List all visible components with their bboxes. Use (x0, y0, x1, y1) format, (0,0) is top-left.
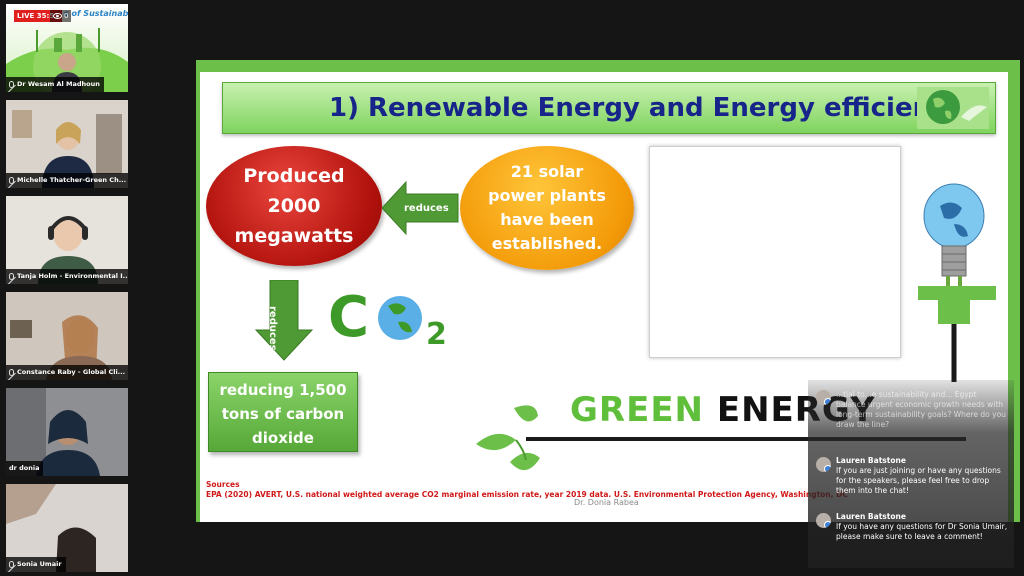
chat-message-text: If you are just joining or have any ques… (836, 466, 1001, 495)
box-text-line: tons of carbon (221, 405, 345, 423)
mic-muted-icon (9, 369, 14, 376)
chat-avatar (816, 390, 831, 405)
chat-avatar (816, 457, 831, 472)
mic-muted-icon (9, 273, 14, 280)
participant-tile[interactable]: Constance Raby - Global Cli... (6, 292, 128, 380)
chat-message-text: ...tial to...e sustainability and... Egy… (836, 390, 1006, 429)
down-arrow-icon (254, 280, 314, 361)
chat-message: Lauren Batstone If you have any question… (816, 512, 1010, 558)
sources-citation: EPA (2020) AVERT, U.S. national weighted… (206, 490, 848, 499)
participant-nameplate: Tanja Holm - Environmental I... (6, 269, 128, 284)
participant-video (6, 484, 128, 572)
co2-c-letter: C (328, 286, 369, 348)
solar-plants-oval: 21 solar power plants have been establis… (460, 146, 634, 270)
participant-name: Michelle Thatcher-Green Ch... (17, 176, 127, 184)
oval-text-line: power plants (488, 186, 606, 205)
participant-name: Dr Wesam Al Madhoun (17, 80, 100, 88)
slide-title-bar: 1) Renewable Energy and Energy efficienc… (222, 82, 996, 134)
slide-author: Dr. Donia Rabea (574, 498, 639, 507)
participant-nameplate: Sonia Umair (6, 557, 66, 572)
mic-muted-icon (9, 81, 14, 88)
oval-text-line: have been (500, 210, 594, 229)
oval-text-line: 2000 (267, 195, 321, 217)
co2-icon: C 2 (328, 286, 447, 348)
slide-image-placeholder (649, 146, 901, 358)
oval-text-line: 21 solar (510, 162, 584, 181)
participant-name: Constance Raby - Global Cli... (17, 368, 126, 376)
participant-nameplate: dr donia (6, 461, 44, 476)
viewer-count: 0 (64, 12, 69, 20)
reduces-label: reduces (404, 203, 449, 214)
reducing-co2-box: reducing 1,500 tons of carbon dioxide (208, 372, 358, 452)
chat-message-text: If you have any questions for Dr Sonia U… (836, 522, 1008, 541)
participant-nameplate: Dr Wesam Al Madhoun (6, 77, 104, 92)
participant-video (6, 292, 128, 380)
slide-top-border (196, 60, 1020, 72)
slide-title: 1) Renewable Energy and Energy efficienc… (329, 93, 964, 123)
participant-tile[interactable]: s of Sustainab LIVE 35:51 0 Dr Wesam Al … (6, 4, 128, 92)
viewer-count-badge: 0 (50, 10, 72, 22)
chat-message-author: Lauren Batstone (836, 512, 906, 521)
mic-muted-icon (9, 177, 14, 184)
live-badge: LIVE 35:51 (14, 10, 62, 22)
mic-muted-icon (9, 561, 14, 568)
leaves-icon (476, 405, 540, 471)
shared-slide: 1) Renewable Energy and Energy efficienc… (196, 60, 1020, 522)
banner-text: s of Sustainab (64, 9, 128, 18)
chat-avatar (816, 513, 831, 528)
lightbulb-plug-icon (918, 183, 996, 382)
co2-subscript: 2 (426, 317, 447, 348)
chat-message-author: Lauren Batstone (836, 456, 906, 465)
participant-name: dr donia (9, 464, 40, 472)
slide-left-border (196, 60, 200, 522)
participant-nameplate: Constance Raby - Global Cli... (6, 365, 128, 380)
box-text-line: reducing 1,500 (219, 381, 347, 399)
chat-overlay[interactable]: ...tial to...e sustainability and... Egy… (808, 380, 1014, 568)
chat-message: ...tial to...e sustainability and... Egy… (816, 390, 1010, 446)
oval-text-line: Produced (243, 165, 345, 187)
reduces-label: reduces (267, 306, 278, 351)
box-text-line: dioxide (252, 429, 314, 447)
left-arrow-icon (382, 180, 459, 236)
participant-name: Sonia Umair (17, 560, 62, 568)
participant-tile[interactable]: Sonia Umair (6, 484, 128, 572)
chat-message: Lauren Batstone If you are just joining … (816, 456, 1010, 504)
oval-text-line: established. (491, 234, 603, 253)
participant-tile[interactable]: dr donia (6, 388, 128, 476)
eye-icon (53, 13, 62, 19)
green-word: GREEN (570, 390, 704, 430)
participant-nameplate: Michelle Thatcher-Green Ch... (6, 173, 128, 188)
globe-icon (917, 87, 989, 129)
participant-tile[interactable]: Tanja Holm - Environmental I... (6, 196, 128, 284)
oval-text-line: megawatts (234, 225, 354, 247)
sources-heading: Sources (206, 480, 240, 489)
participant-tile[interactable]: Michelle Thatcher-Green Ch... (6, 100, 128, 188)
participant-name: Tanja Holm - Environmental I... (17, 272, 128, 280)
produced-megawatts-oval: Produced 2000 megawatts (206, 146, 382, 266)
